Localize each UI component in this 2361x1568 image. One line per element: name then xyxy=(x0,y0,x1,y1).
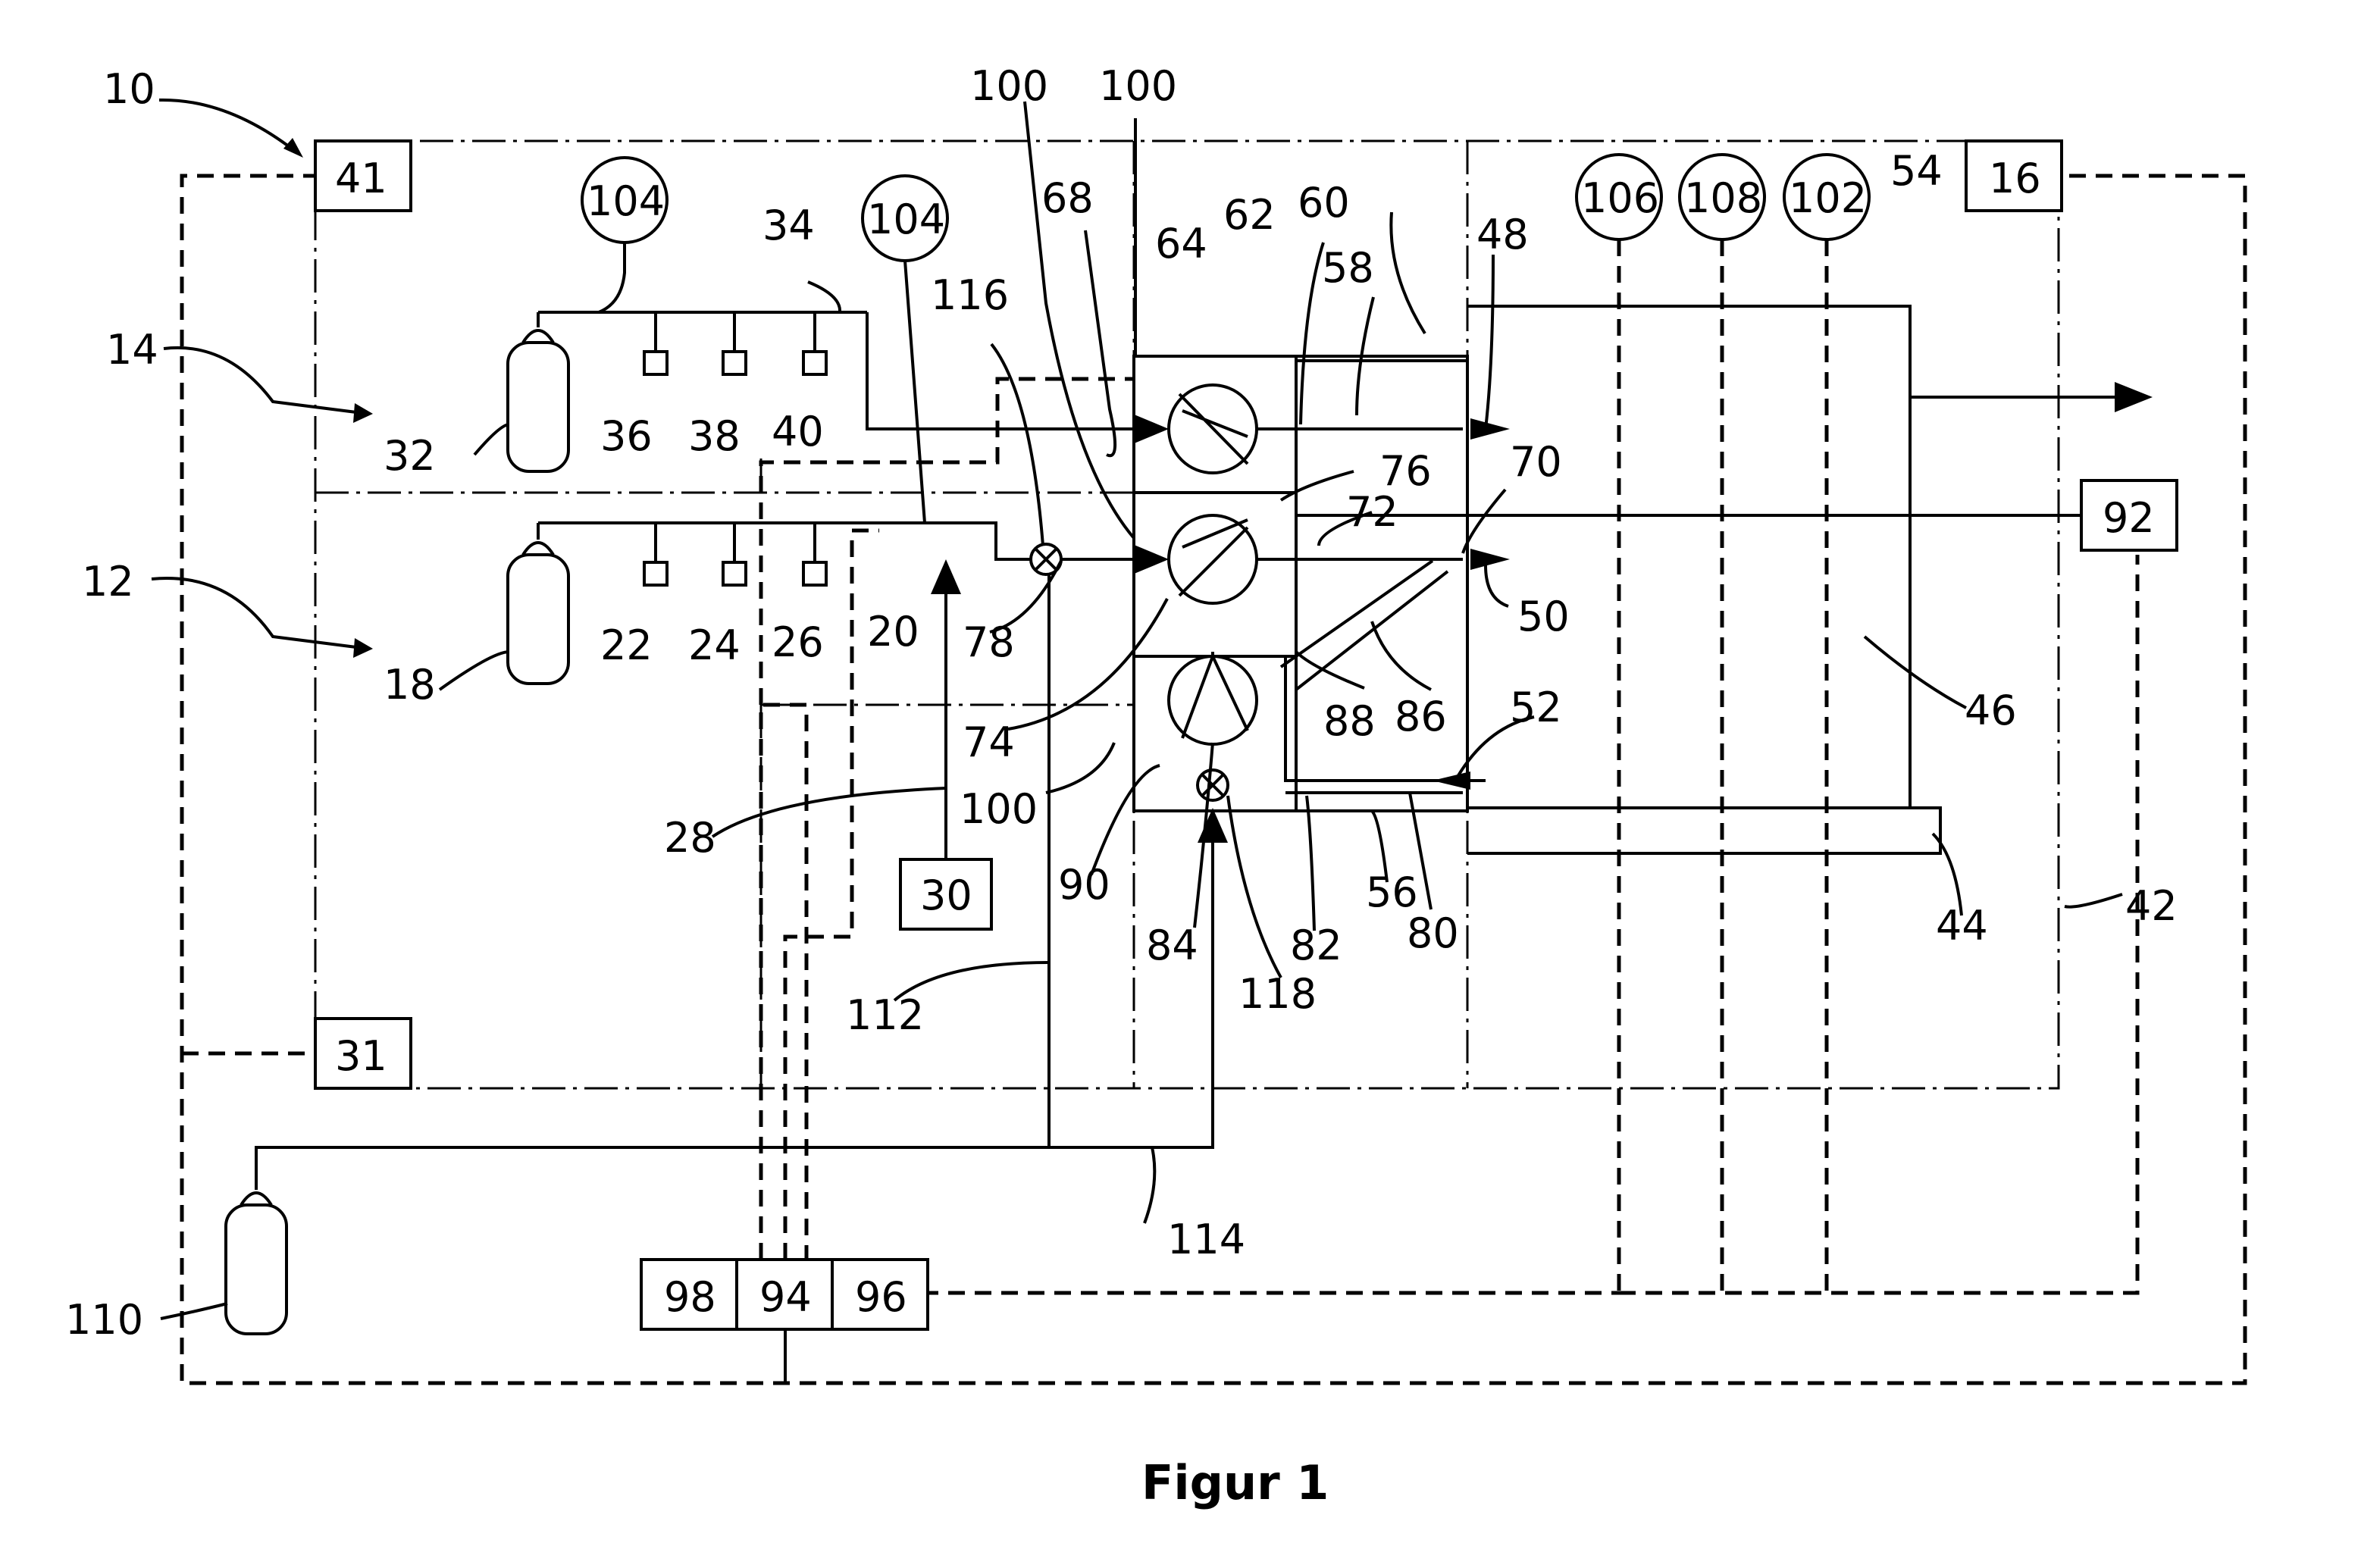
label-46: 46 xyxy=(1965,687,2017,734)
label-26: 26 xyxy=(772,618,824,666)
compressor-74 xyxy=(538,514,1510,605)
label-40: 40 xyxy=(772,408,824,455)
control-unit xyxy=(640,1258,929,1383)
label-38: 38 xyxy=(688,412,741,460)
sensor-106 xyxy=(1575,153,1663,1293)
label-118: 118 xyxy=(1238,970,1317,1018)
valve-118 xyxy=(1196,768,1229,802)
label-34: 34 xyxy=(762,202,815,249)
leader-lines xyxy=(151,98,2123,1320)
label-92: 92 xyxy=(2103,494,2155,542)
sensor-bus xyxy=(1619,555,2140,1295)
label-41: 41 xyxy=(335,155,387,202)
label-94: 94 xyxy=(759,1273,812,1321)
label-110: 110 xyxy=(65,1296,143,1344)
label-76: 76 xyxy=(1379,447,1432,495)
label-10: 10 xyxy=(103,65,155,113)
label-100c: 100 xyxy=(960,785,1038,833)
label-70: 70 xyxy=(1510,438,1562,486)
process-block xyxy=(1132,305,2081,855)
outer-dashed-enclosure xyxy=(180,174,2247,1385)
label-18: 18 xyxy=(384,661,436,709)
label-14: 14 xyxy=(106,326,158,374)
label-106: 106 xyxy=(1581,174,1659,222)
gauge-104-a xyxy=(581,156,669,314)
label-100b: 100 xyxy=(1099,62,1177,110)
label-56: 56 xyxy=(1366,869,1418,916)
label-116: 116 xyxy=(931,271,1009,319)
label-30: 30 xyxy=(920,872,972,919)
label-44: 44 xyxy=(1936,902,1988,950)
label-100a: 100 xyxy=(970,62,1048,110)
label-108: 108 xyxy=(1684,174,1762,222)
label-72: 72 xyxy=(1346,488,1398,536)
label-62: 62 xyxy=(1223,191,1276,239)
label-58: 58 xyxy=(1322,244,1374,292)
label-48: 48 xyxy=(1476,211,1529,258)
label-112: 112 xyxy=(846,991,924,1039)
label-80: 80 xyxy=(1407,909,1459,957)
label-90: 90 xyxy=(1058,861,1110,909)
label-68: 68 xyxy=(1041,174,1094,222)
bypass-lines xyxy=(1211,559,1486,794)
compressor-84 xyxy=(1167,652,1258,746)
manifold-20 xyxy=(506,523,828,685)
label-78: 78 xyxy=(963,618,1015,666)
compressor-62 xyxy=(866,312,1510,474)
label-50: 50 xyxy=(1517,593,1570,640)
label-86: 86 xyxy=(1395,693,1447,740)
label-114: 114 xyxy=(1167,1216,1245,1263)
label-42: 42 xyxy=(2125,882,2178,930)
valve-116 xyxy=(1029,543,1063,576)
label-88: 88 xyxy=(1323,697,1376,745)
label-52: 52 xyxy=(1510,684,1562,731)
box-31 xyxy=(314,1017,412,1090)
label-82: 82 xyxy=(1290,922,1342,969)
label-36: 36 xyxy=(600,412,653,460)
sensor-102 xyxy=(1783,153,1871,1293)
sensor-108 xyxy=(1678,153,1766,1293)
box-41 xyxy=(314,139,412,212)
label-16: 16 xyxy=(1989,155,2041,202)
box-92 xyxy=(2080,479,2178,552)
label-102: 102 xyxy=(1789,174,1867,222)
figure-caption: Figur 1 xyxy=(1141,1455,1329,1510)
label-12: 12 xyxy=(82,558,134,606)
manifold-34 xyxy=(506,311,867,473)
control-lines xyxy=(759,377,1619,1295)
outlet-54 xyxy=(1910,382,2153,412)
label-104a: 104 xyxy=(587,177,665,225)
label-64: 64 xyxy=(1155,220,1207,268)
reference-labels: 10 41 104 34 104 100 100 68 64 62 60 58 … xyxy=(65,62,2178,1344)
supply-110 xyxy=(224,574,1228,1335)
label-104b: 104 xyxy=(867,196,945,243)
label-28: 28 xyxy=(664,814,716,862)
label-32: 32 xyxy=(384,432,436,480)
gauge-104-b xyxy=(861,174,949,524)
source-30 xyxy=(899,559,993,931)
box-16 xyxy=(1965,139,2063,212)
label-22: 22 xyxy=(600,621,653,669)
label-54: 54 xyxy=(1890,147,1943,195)
label-31: 31 xyxy=(335,1032,387,1080)
label-74: 74 xyxy=(963,718,1015,766)
label-60: 60 xyxy=(1298,179,1350,227)
label-96: 96 xyxy=(855,1273,907,1321)
label-24: 24 xyxy=(688,621,741,669)
label-98: 98 xyxy=(664,1273,716,1321)
label-84: 84 xyxy=(1146,922,1198,969)
label-20: 20 xyxy=(867,608,919,656)
